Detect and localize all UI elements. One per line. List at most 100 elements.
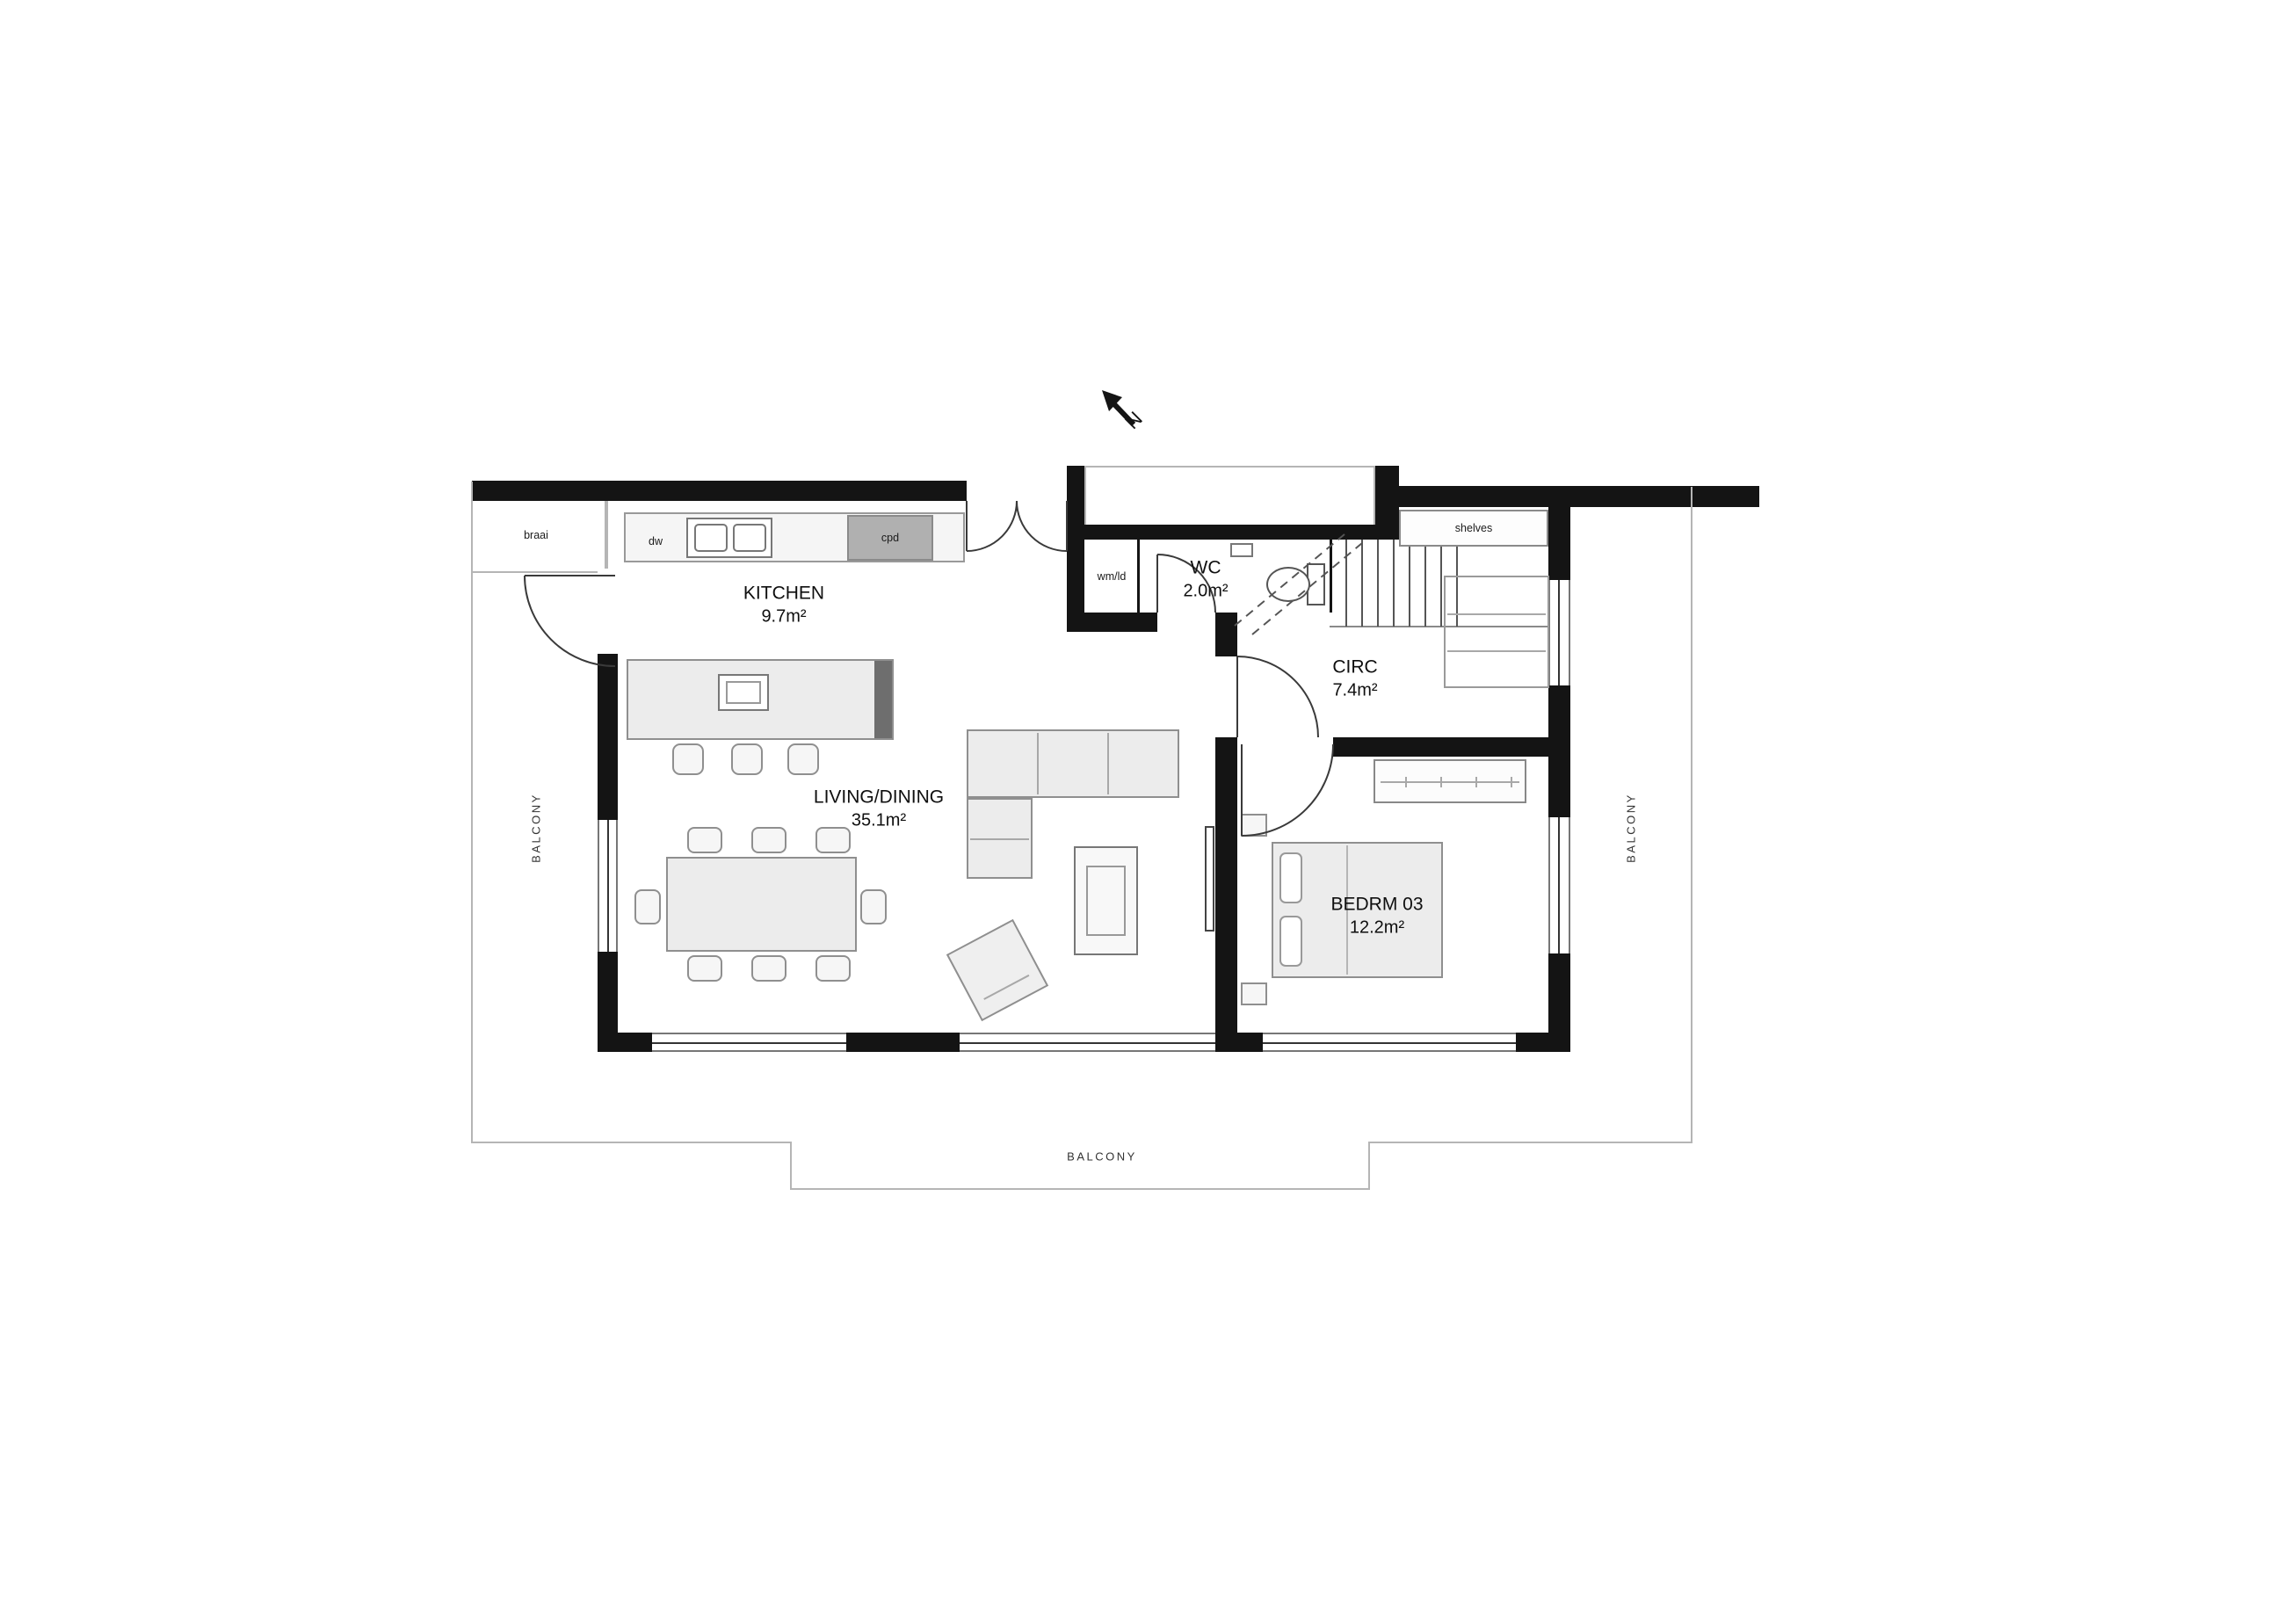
toilet-bowl bbox=[1266, 567, 1310, 602]
window-left-wall bbox=[598, 820, 618, 952]
stair-return-flight bbox=[1444, 576, 1549, 688]
coffee-table-inner bbox=[1086, 866, 1126, 936]
living-dining-name: LIVING/DINING bbox=[813, 787, 945, 808]
balcony-left-label: BALCONY bbox=[529, 793, 543, 863]
wall-bottom-4 bbox=[1516, 1033, 1570, 1052]
wall-left-lower bbox=[598, 952, 618, 1052]
wall-bedroom-left bbox=[1215, 737, 1237, 1052]
wardrobe bbox=[1374, 759, 1526, 803]
window-living bbox=[960, 1033, 1215, 1052]
wc-door bbox=[1156, 554, 1216, 613]
living-dining-label: LIVING/DINING 35.1m² bbox=[814, 785, 944, 831]
braai-edge-line bbox=[472, 571, 598, 573]
stair-tread bbox=[1345, 540, 1347, 627]
sofa-main bbox=[967, 729, 1179, 798]
circ-label: CIRC 7.4m² bbox=[1332, 655, 1377, 701]
north-arrow-icon: N bbox=[1102, 390, 1147, 433]
dining-chair bbox=[687, 827, 722, 853]
wc-area: 2.0m² bbox=[1183, 581, 1229, 601]
wc-label: WC 2.0m² bbox=[1183, 555, 1228, 602]
sofa-cushion-line bbox=[1107, 733, 1109, 794]
shelves-closet bbox=[1399, 510, 1548, 547]
sofa-chaise bbox=[967, 798, 1033, 879]
island-sink-basin bbox=[726, 681, 761, 704]
shelves-label: shelves bbox=[1454, 522, 1493, 534]
sofa-cushion-line bbox=[970, 838, 1029, 840]
dw-label: dw bbox=[649, 535, 663, 547]
bedroom-label: BEDRM 03 12.2m² bbox=[1330, 892, 1423, 939]
wall-top-right bbox=[1399, 486, 1759, 507]
pillow bbox=[1279, 916, 1302, 967]
stair-tread bbox=[1377, 540, 1379, 627]
kitchen-label: KITCHEN 9.7m² bbox=[743, 581, 824, 627]
wall-circ-stub bbox=[1215, 613, 1237, 656]
bar-stool bbox=[731, 743, 763, 775]
wall-porch-left bbox=[1067, 466, 1084, 627]
dining-chair bbox=[634, 889, 661, 924]
entry-double-door bbox=[966, 500, 1068, 552]
balcony-right-label: BALCONY bbox=[1624, 793, 1638, 863]
wall-below-wc bbox=[1067, 613, 1157, 632]
window-bedroom-right bbox=[1548, 817, 1570, 953]
window-bedroom-bottom bbox=[1263, 1033, 1516, 1052]
stair-tread bbox=[1393, 540, 1395, 627]
dining-chair bbox=[751, 827, 786, 853]
bar-stool bbox=[787, 743, 819, 775]
island-sink bbox=[718, 674, 769, 711]
circ-name: CIRC bbox=[1332, 656, 1378, 678]
pillow bbox=[1279, 852, 1302, 903]
wall-bottom-1 bbox=[598, 1033, 652, 1052]
balcony-bottom-label: BALCONY bbox=[1067, 1149, 1137, 1164]
bar-stool bbox=[672, 743, 704, 775]
circ-area: 7.4m² bbox=[1332, 680, 1378, 700]
stair-tread bbox=[1424, 540, 1426, 627]
stair-edge-line bbox=[1330, 626, 1549, 627]
partition-wc-stair bbox=[1330, 540, 1332, 613]
wall-bottom-2 bbox=[846, 1033, 960, 1052]
wall-bottom-3 bbox=[1215, 1033, 1263, 1052]
balcony-door bbox=[524, 575, 616, 667]
bedroom-door bbox=[1241, 743, 1334, 837]
wardrobe-hanger bbox=[1511, 777, 1512, 787]
wall-left-upper bbox=[598, 654, 618, 820]
wardrobe-rail bbox=[1381, 781, 1519, 783]
wardrobe-hanger bbox=[1440, 777, 1442, 787]
stair-tread bbox=[1440, 540, 1442, 627]
stair-tread bbox=[1409, 540, 1410, 627]
wall-right-upper bbox=[1548, 507, 1570, 580]
dining-chair bbox=[815, 827, 851, 853]
window-dining bbox=[652, 1033, 846, 1052]
stair-break-lines bbox=[1234, 533, 1363, 635]
stair-return-tread bbox=[1447, 650, 1546, 652]
dining-chair bbox=[815, 955, 851, 982]
wardrobe-hanger bbox=[1405, 777, 1407, 787]
wardrobe-hanger bbox=[1475, 777, 1477, 787]
stair-return-tread bbox=[1447, 613, 1546, 615]
kitchen-cpd-unit bbox=[847, 515, 933, 561]
wc-name: WC bbox=[1190, 557, 1221, 578]
sofa-cushion-line bbox=[1037, 733, 1039, 794]
stair-tread bbox=[1361, 540, 1363, 627]
bed-fold-line bbox=[1346, 845, 1348, 975]
sink-basin bbox=[694, 524, 728, 552]
cpd-label: cpd bbox=[881, 532, 900, 544]
dining-chair bbox=[687, 955, 722, 982]
nightstand bbox=[1241, 982, 1267, 1005]
coffee-table bbox=[1074, 846, 1138, 955]
partition-wmld bbox=[1137, 540, 1140, 613]
wc-basin bbox=[1230, 543, 1253, 557]
balcony-outline bbox=[471, 482, 1693, 1190]
sink-basin bbox=[733, 524, 766, 552]
wmld-label: wm/ld bbox=[1097, 570, 1127, 583]
braai-glazing-line bbox=[605, 501, 608, 569]
dining-chair bbox=[751, 955, 786, 982]
kitchen-sink-unit bbox=[686, 518, 772, 558]
window-circ-right bbox=[1548, 580, 1570, 685]
living-dining-area: 35.1m² bbox=[851, 810, 907, 830]
braai-label: braai bbox=[524, 529, 548, 541]
stair-tread bbox=[1456, 540, 1458, 627]
tv-unit bbox=[1205, 826, 1214, 932]
kitchen-area: 9.7m² bbox=[761, 606, 807, 627]
